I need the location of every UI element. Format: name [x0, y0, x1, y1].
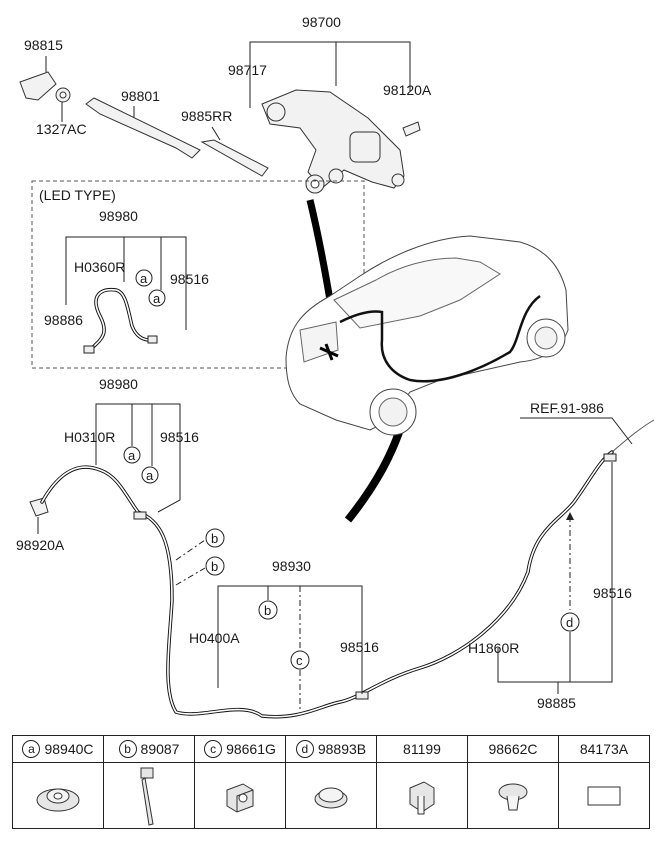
led-type-box: (LED TYPE) 98980 H0360R 98516 98886 a a: [31, 180, 365, 369]
bolt: [402, 121, 421, 137]
label-98980-led: 98980: [99, 208, 138, 224]
legend-part-number: 81199: [403, 741, 441, 757]
legend-part-number: 98893B: [317, 741, 367, 757]
label-98700: 98700: [302, 14, 341, 30]
callout-a: a: [153, 291, 161, 306]
bracket-clip-icon: [409, 780, 435, 814]
legend-cell-98662C: 98662C: [468, 736, 559, 828]
callout-b: b: [211, 559, 218, 574]
label-98516-a: 98516: [160, 429, 199, 445]
wiper-motor-group: 98700 98815 98717 98120A 98801 1327AC 98…: [19, 14, 432, 194]
callout-b: b: [211, 531, 218, 546]
legend-cell-84173A: 84173A: [559, 736, 649, 828]
legend-cell-b: b 89087: [104, 736, 195, 828]
legend-cell-c: c 98661G: [195, 736, 286, 828]
washer-nozzle: [29, 497, 49, 517]
cable-tie-icon: [140, 767, 154, 826]
label-98516-c: 98516: [593, 585, 632, 601]
label-98930: 98930: [272, 558, 311, 574]
legend-part-number: 98661G: [226, 741, 276, 757]
grommet-icon: [36, 788, 80, 811]
label-H0360R: H0360R: [74, 259, 125, 275]
car-illustration: [285, 235, 569, 436]
legend-letter: c: [204, 740, 223, 758]
legend-cell-d: d 98893B: [286, 736, 377, 828]
legend-letter: a: [22, 740, 41, 758]
legend-cell-a: a 98940C: [13, 736, 104, 828]
label-98516-led: 98516: [170, 271, 209, 287]
label-98801: 98801: [121, 88, 160, 104]
callout-d: d: [566, 615, 573, 630]
label-98920A: 98920A: [16, 537, 65, 553]
label-ref-91-986: REF.91-986: [530, 400, 604, 416]
legend-letter: b: [118, 740, 137, 758]
label-9885RR: 9885RR: [181, 108, 232, 124]
callout-a: a: [140, 271, 148, 286]
wiper-motor: [261, 89, 405, 189]
legend-part-number: 84173A: [579, 741, 629, 757]
ref-group: REF.91-986 98516 d H1860R 98885: [468, 400, 633, 711]
callout-a: a: [146, 468, 154, 483]
label-H1860R: H1860R: [468, 640, 519, 656]
label-98717: 98717: [228, 62, 267, 78]
label-98120A: 98120A: [383, 82, 432, 98]
led-type-label: (LED TYPE): [39, 187, 116, 203]
wiper-cap: [19, 71, 57, 101]
label-H0400A: H0400A: [189, 630, 240, 646]
wiper-arm: [85, 97, 201, 159]
plug-icon: [314, 787, 348, 808]
legend-cell-81199: 81199: [377, 736, 468, 828]
label-1327AC: 1327AC: [36, 121, 87, 137]
pad-icon: [587, 786, 621, 805]
legend-letter: d: [295, 740, 314, 758]
label-98886: 98886: [44, 312, 83, 328]
label-98885: 98885: [537, 695, 576, 711]
callout-b: b: [264, 603, 271, 618]
front-washer-group: 98980 H0310R 98516 a a 98920A: [16, 376, 199, 553]
label-98980: 98980: [99, 376, 138, 392]
label-98516-b: 98516: [340, 639, 379, 655]
parts-legend-table: a 98940C b 89087 c 98661G: [12, 735, 650, 829]
rear-hose-group: 98930 b c H0400A 98516: [189, 558, 379, 712]
hose-clip-icon: [226, 782, 254, 813]
push-clip-icon: [498, 783, 528, 810]
callout-a: a: [128, 448, 136, 463]
legend-part-number: 89087: [140, 741, 180, 757]
legend-part-number: 98940C: [44, 741, 94, 757]
label-98815: 98815: [24, 37, 63, 53]
wiper-blade: [200, 139, 269, 177]
callout-c: c: [296, 653, 303, 668]
label-H0310R: H0310R: [64, 429, 115, 445]
legend-part-number: 98662C: [488, 741, 538, 757]
